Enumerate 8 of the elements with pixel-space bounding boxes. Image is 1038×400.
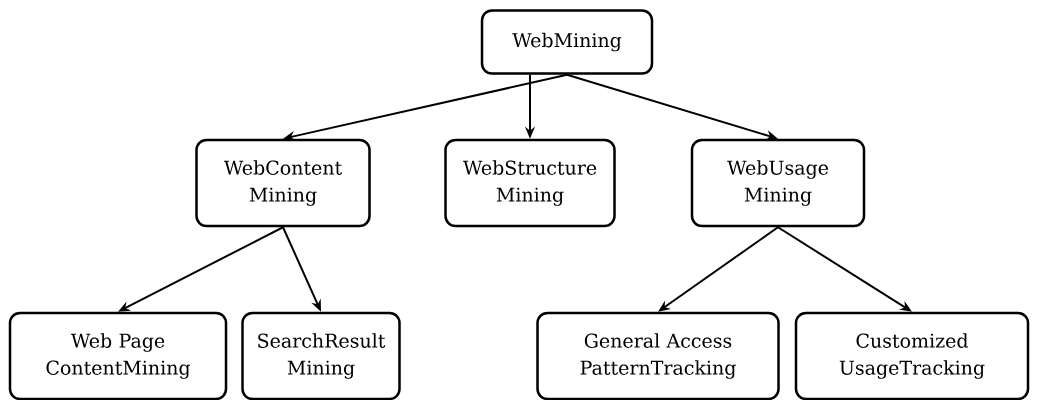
- process-box: WebContent Mining: [195, 138, 371, 228]
- process-box: Web Page ContentMining: [8, 311, 228, 400]
- process-box: SearchResult Mining: [241, 311, 401, 400]
- process-box: Customized UsageTracking: [794, 311, 1030, 400]
- process-box: WebUsage Mining: [690, 138, 866, 228]
- process-box: General Access PatternTracking: [536, 311, 780, 400]
- process-box: WebMining: [480, 9, 654, 75]
- process-box: WebStructure Mining: [444, 138, 616, 228]
